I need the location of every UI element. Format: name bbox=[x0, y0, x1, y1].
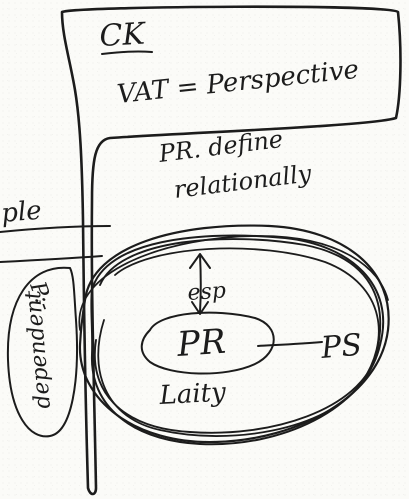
left-side-loop bbox=[6, 266, 78, 438]
arrow-head-top bbox=[189, 253, 211, 269]
center-pr: PR bbox=[175, 322, 227, 365]
arrow-label: esp bbox=[187, 278, 227, 306]
inner-circle bbox=[140, 311, 275, 375]
ego-underline-arrow bbox=[0, 225, 111, 263]
arrow-head-bottom bbox=[191, 301, 209, 315]
ego-partial: ple bbox=[0, 196, 43, 229]
vat-line: VAT = Perspective bbox=[116, 55, 361, 110]
large-ellipse-1 bbox=[78, 224, 390, 444]
large-ellipse-4 bbox=[97, 247, 380, 437]
vertical-arrow bbox=[199, 254, 202, 313]
ck-label: CK bbox=[99, 17, 148, 54]
ck-underline bbox=[101, 50, 153, 55]
large-ellipse-5 bbox=[78, 235, 389, 331]
bottom-laity: Laity bbox=[158, 378, 227, 411]
pr-line-1: PR. define bbox=[156, 125, 284, 168]
right-ps: PS bbox=[319, 328, 364, 367]
pr-line-2: relationally bbox=[172, 159, 313, 204]
pr-ps-connector bbox=[257, 341, 323, 347]
